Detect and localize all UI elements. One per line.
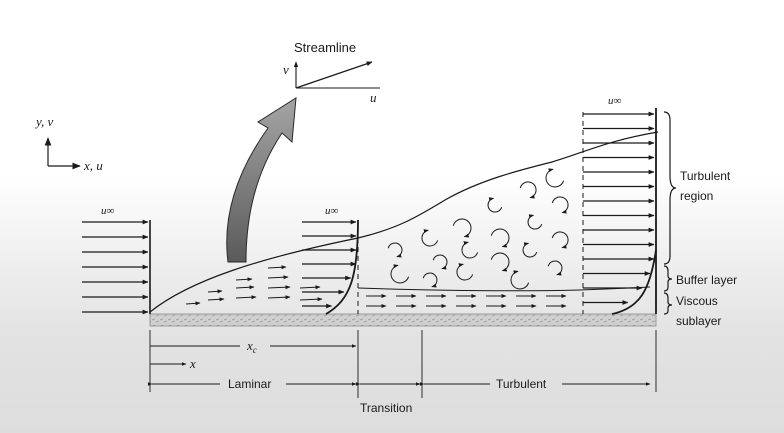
coord-x-label: x, u: [83, 158, 103, 173]
turbulent-label: Turbulent: [496, 377, 547, 391]
laminar-label: Laminar: [228, 377, 271, 391]
eddy-arrow: [551, 231, 569, 249]
eddy-arrow: [456, 263, 474, 281]
region-braces: Turbulent region Buffer layer Viscous su…: [663, 111, 737, 328]
laminar-flow-arrow: [267, 285, 291, 290]
eddy-arrow: [432, 254, 448, 270]
eddy-arrow: [452, 218, 472, 238]
eddy-arrow: [527, 214, 543, 230]
turbulent-region-label-1: Turbulent: [680, 169, 731, 183]
coord-y-label: y, v: [34, 114, 54, 129]
laminar-flow-arrow: [267, 265, 287, 270]
turbulent-region-label-2: region: [680, 189, 713, 203]
u-inf-label-2: u∞: [325, 205, 339, 217]
eddy-arrow: [490, 252, 510, 272]
brace-viscous-sublayer: [663, 292, 673, 315]
eddy-arrow: [545, 168, 565, 188]
profile-1-arrows: [82, 219, 149, 315]
dimension-lines: xc x Laminar Transition Turbulent: [147, 330, 657, 415]
laminar-flow-arrow: [267, 275, 289, 280]
brace-buffer-layer: [663, 265, 673, 292]
profile-3-arrows: [583, 111, 655, 305]
flat-plate: [149, 313, 657, 327]
laminar-flow-arrow: [235, 285, 255, 290]
buffer-layer-label: Buffer layer: [676, 273, 737, 287]
inset-u-label: u: [370, 90, 377, 105]
laminar-flow-arrow: [185, 301, 201, 306]
transition-label: Transition: [360, 401, 412, 415]
streamline-inset: Streamline v u: [283, 40, 380, 105]
eddy-arrow: [551, 196, 569, 214]
u-inf-label-3: u∞: [608, 95, 622, 107]
viscous-sublayer-label-2: sublayer: [676, 314, 721, 328]
freestream-profile-leading: u∞: [82, 205, 151, 315]
eddy-arrow: [519, 181, 537, 199]
eddy-arrow: [387, 242, 403, 258]
brace-turbulent-region: [663, 111, 677, 265]
eddy-arrow: [490, 228, 510, 248]
profile-2-curve: [325, 219, 359, 315]
laminar-flow-arrow: [267, 295, 291, 300]
eddy-arrow: [487, 197, 503, 213]
profile-2-arrows: [302, 219, 357, 309]
eddy-arrow: [461, 241, 479, 259]
laminar-velocity-profile: u∞: [302, 205, 359, 315]
turbulent-velocity-profile: u∞: [582, 95, 657, 315]
boundary-layer-edge: [149, 131, 659, 313]
laminar-flow-arrow: [299, 297, 323, 302]
eddy-arrow: [522, 242, 538, 258]
eddy-arrow: [390, 264, 410, 284]
eddy-arrow: [510, 270, 530, 290]
laminar-flow-arrow: [207, 289, 223, 294]
turbulent-eddies: [387, 168, 569, 290]
callout-curved-arrow: [226, 97, 297, 263]
laminar-flow-arrows: [185, 265, 323, 306]
coordinate-axes: y, v x, u: [34, 114, 103, 173]
laminar-flow-arrow: [299, 285, 321, 290]
eddy-arrow: [422, 272, 438, 288]
u-inf-label-1: u∞: [101, 205, 115, 217]
eddy-arrow: [547, 260, 563, 276]
streamline-vector: [295, 61, 373, 89]
laminar-flow-arrow: [235, 295, 257, 300]
laminar-flow-arrow: [207, 297, 225, 302]
xc-label: xc: [246, 338, 257, 355]
eddy-arrow: [421, 229, 439, 247]
inset-v-label: v: [283, 62, 289, 77]
near-wall-flow-arrows: [366, 294, 567, 308]
streamline-label: Streamline: [294, 40, 356, 55]
x-dim-label: x: [189, 356, 196, 371]
laminar-flow-arrow: [235, 277, 253, 282]
viscous-sublayer-label-1: Viscous: [676, 294, 718, 308]
